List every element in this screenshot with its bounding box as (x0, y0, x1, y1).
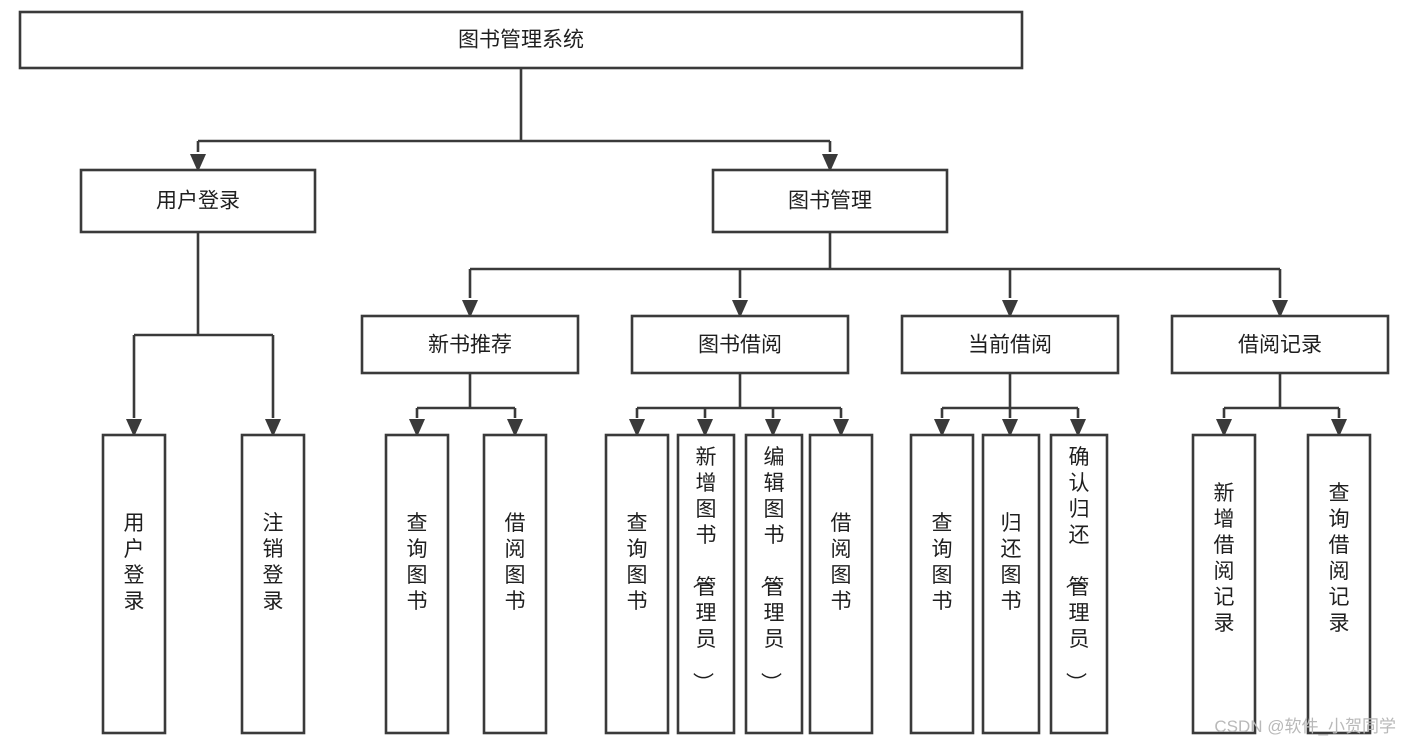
node-leaf-add-book-box[interactable] (676, 433, 736, 735)
connectors-layer (126, 68, 1347, 437)
node-user-login-box[interactable] (79, 168, 317, 234)
node-leaf-query-book-2-box[interactable] (604, 433, 670, 735)
node-leaf-add-book-label: 新增图书（管理员） (691, 446, 717, 693)
node-leaf-query-book-1[interactable]: 查询图书 (384, 433, 450, 735)
node-leaf-query-book-3[interactable]: 查询图书 (909, 433, 975, 735)
node-leaf-query-record-label: 查询借阅记录 (1329, 482, 1350, 635)
node-leaf-add-book[interactable]: 新增图书（管理员） (676, 433, 736, 735)
node-leaf-query-book-1-box[interactable] (384, 433, 450, 735)
node-new-book-recommend[interactable]: 新书推荐 (360, 314, 580, 375)
node-root-box[interactable] (18, 10, 1024, 70)
node-new-book-recommend-box[interactable] (360, 314, 580, 375)
node-book-borrow[interactable]: 图书借阅 (630, 314, 850, 375)
node-book-management-label: 图书管理 (788, 190, 872, 213)
node-leaf-query-book-1-label: 查询图书 (407, 512, 428, 613)
node-leaf-user-login-label: 用户登录 (124, 512, 145, 613)
node-leaf-confirm-return[interactable]: 确认归还（管理员） (1049, 433, 1109, 735)
node-leaf-return-book-box[interactable] (981, 433, 1041, 735)
node-leaf-borrow-book-2-box[interactable] (808, 433, 874, 735)
node-leaf-query-record[interactable]: 查询借阅记录 (1306, 433, 1372, 735)
node-borrow-record[interactable]: 借阅记录 (1170, 314, 1390, 375)
node-leaf-borrow-book-1-label: 借阅图书 (505, 512, 526, 613)
node-leaf-query-record-box[interactable] (1306, 433, 1372, 735)
node-root-label: 图书管理系统 (458, 29, 584, 52)
node-leaf-add-record[interactable]: 新增借阅记录 (1191, 433, 1257, 735)
node-leaf-add-record-box[interactable] (1191, 433, 1257, 735)
node-leaf-borrow-book-2[interactable]: 借阅图书 (808, 433, 874, 735)
node-user-login[interactable]: 用户登录 (79, 168, 317, 234)
node-book-management-box[interactable] (711, 168, 949, 234)
node-leaf-query-book-3-label: 查询图书 (932, 512, 953, 613)
node-leaf-edit-book[interactable]: 编辑图书（管理员） (744, 433, 804, 735)
node-leaf-add-record-label: 新增借阅记录 (1214, 482, 1235, 635)
node-leaf-user-logout[interactable]: 注销登录 (240, 433, 306, 735)
node-borrow-record-box[interactable] (1170, 314, 1390, 375)
node-borrow-record-label: 借阅记录 (1238, 334, 1322, 357)
node-leaf-borrow-book-2-label: 借阅图书 (831, 512, 852, 613)
node-leaf-query-book-3-box[interactable] (909, 433, 975, 735)
node-user-login-label: 用户登录 (156, 190, 240, 213)
node-root[interactable]: 图书管理系统 (18, 10, 1024, 70)
node-leaf-user-login-box[interactable] (101, 433, 167, 735)
node-leaf-query-book-2[interactable]: 查询图书 (604, 433, 670, 735)
node-leaf-edit-book-label: 编辑图书（管理员） (759, 446, 785, 693)
node-book-borrow-label: 图书借阅 (698, 334, 782, 357)
node-leaf-query-book-2-label: 查询图书 (627, 512, 648, 613)
node-leaf-return-book-label: 归还图书 (1001, 512, 1022, 613)
node-new-book-recommend-label: 新书推荐 (428, 334, 512, 357)
node-leaf-user-logout-box[interactable] (240, 433, 306, 735)
node-leaf-return-book[interactable]: 归还图书 (981, 433, 1041, 735)
csdn-watermark: CSDN @软件_小贺同学 (1214, 717, 1396, 736)
node-book-borrow-box[interactable] (630, 314, 850, 375)
node-leaf-confirm-return-box[interactable] (1049, 433, 1109, 735)
node-current-borrow-label: 当前借阅 (968, 334, 1052, 357)
node-leaf-user-login[interactable]: 用户登录 (101, 433, 167, 735)
node-leaf-borrow-book-1-box[interactable] (482, 433, 548, 735)
node-book-management[interactable]: 图书管理 (711, 168, 949, 234)
node-leaf-borrow-book-1[interactable]: 借阅图书 (482, 433, 548, 735)
node-leaf-confirm-return-label: 确认归还（管理员） (1064, 446, 1090, 693)
node-current-borrow-box[interactable] (900, 314, 1120, 375)
node-leaf-user-logout-label: 注销登录 (263, 512, 284, 613)
node-current-borrow[interactable]: 当前借阅 (900, 314, 1120, 375)
node-leaf-edit-book-box[interactable] (744, 433, 804, 735)
